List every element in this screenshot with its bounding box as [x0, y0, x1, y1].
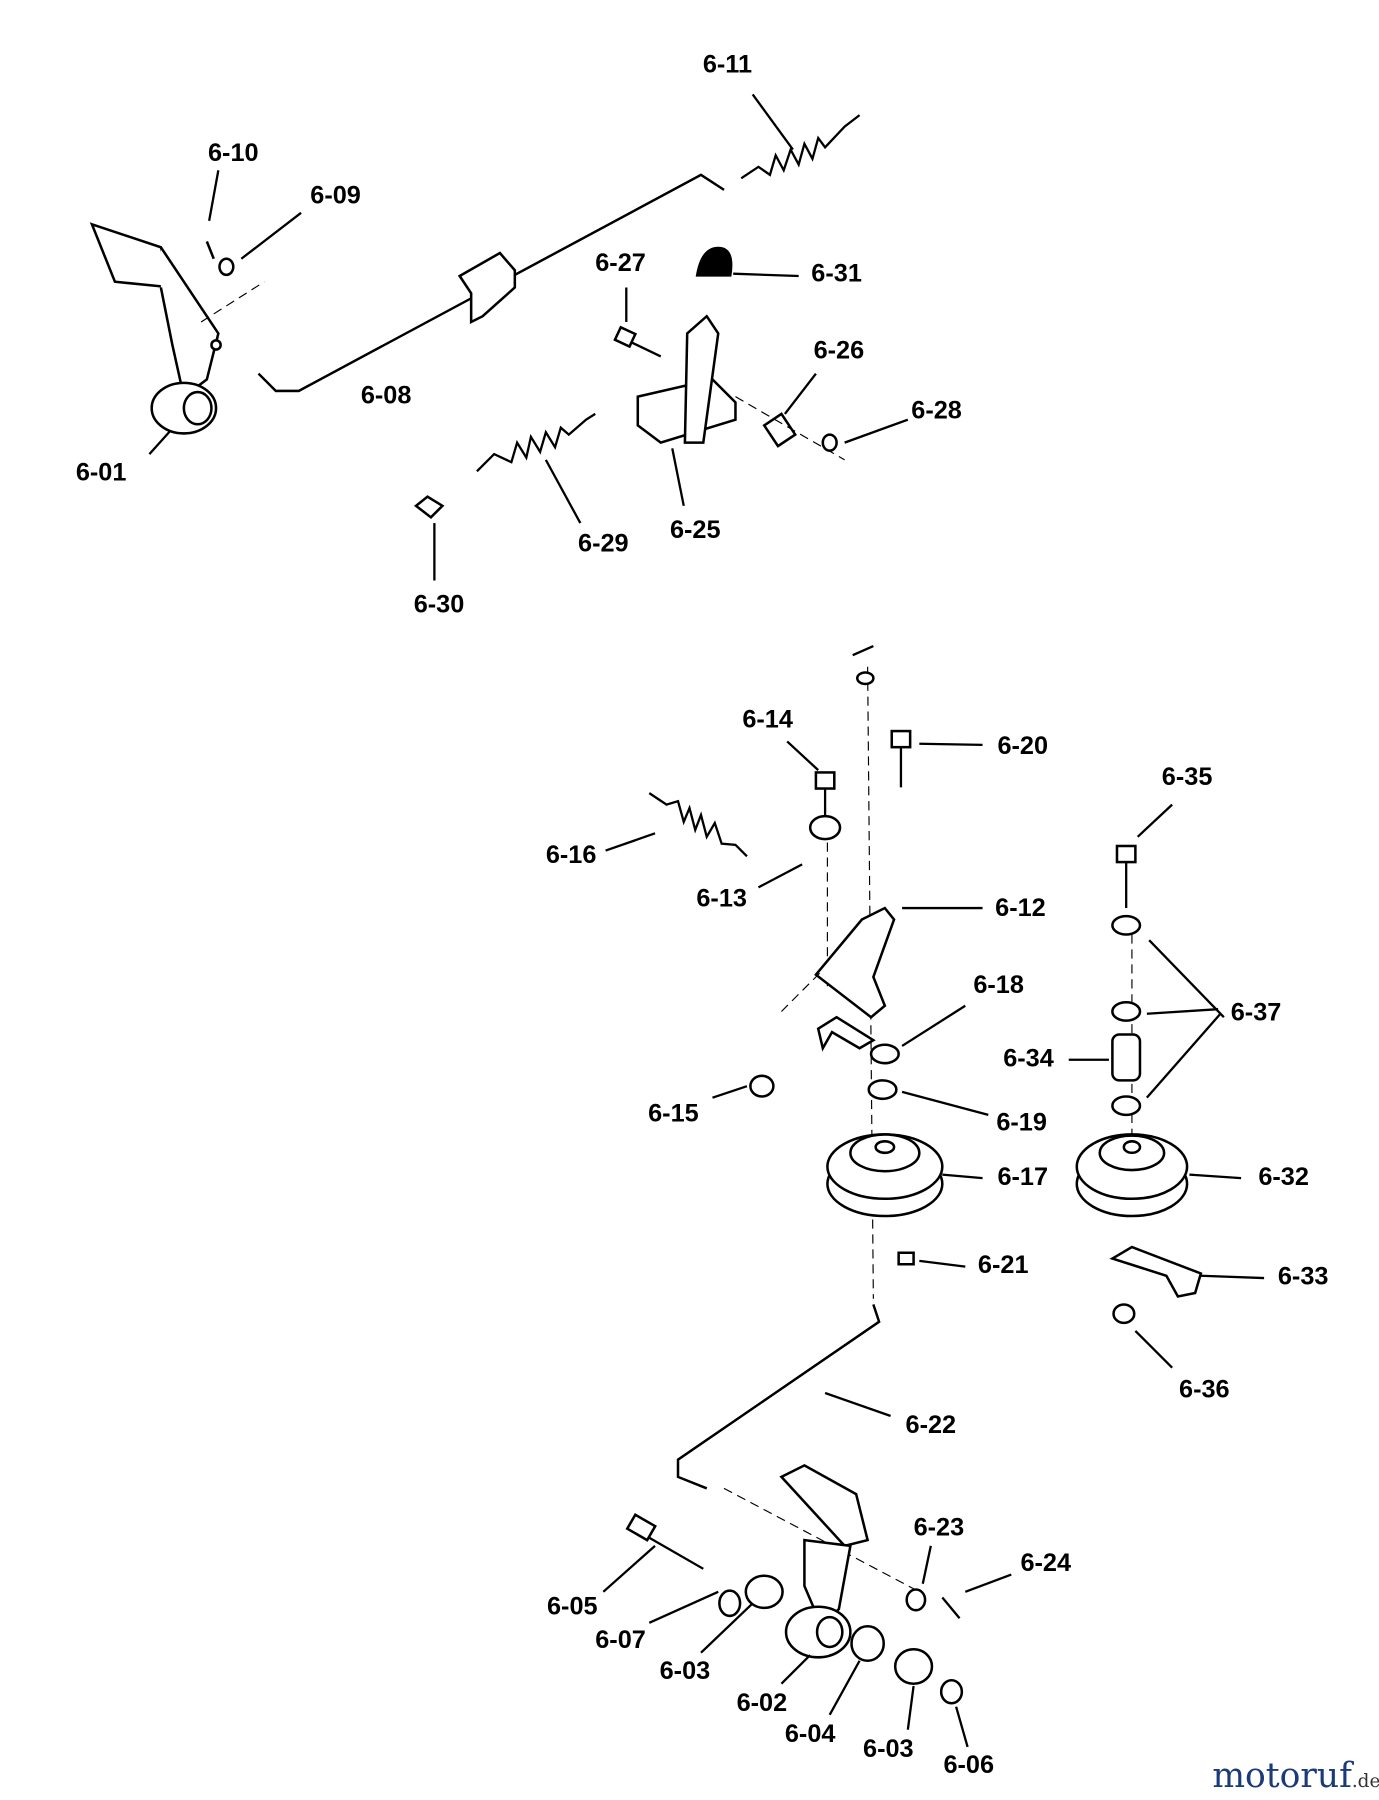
- label-6-03-a: 6-03: [660, 1657, 711, 1685]
- part-labels: 6-11 6-10 6-09 6-27 6-31 6-26 6-28 6-08 …: [76, 50, 1329, 1779]
- pedal-6-01: [89, 222, 222, 435]
- label-6-10: 6-10: [208, 139, 259, 167]
- pulley-6-32: [1075, 1133, 1189, 1218]
- bolt-6-35: [1115, 844, 1137, 864]
- label-6-36: 6-36: [1179, 1375, 1230, 1403]
- spacer-6-34: [1111, 1033, 1142, 1082]
- label-6-29: 6-29: [578, 530, 629, 558]
- label-6-11: 6-11: [703, 50, 752, 78]
- label-6-19: 6-19: [996, 1109, 1047, 1137]
- label-6-22: 6-22: [906, 1411, 957, 1439]
- cap-6-31: [695, 246, 733, 277]
- label-6-15: 6-15: [648, 1100, 699, 1128]
- upper-assembly: [89, 114, 861, 520]
- lower-assembly: [625, 644, 1203, 1705]
- leader-lines: [148, 93, 1265, 1748]
- label-6-35: 6-35: [1162, 763, 1213, 791]
- label-6-27: 6-27: [595, 249, 646, 277]
- label-6-30: 6-30: [414, 590, 465, 618]
- label-6-37: 6-37: [1231, 998, 1282, 1026]
- label-6-20: 6-20: [997, 732, 1048, 760]
- spring-6-29: [476, 412, 596, 473]
- spacer-6-13: [808, 814, 842, 841]
- label-6-13: 6-13: [696, 885, 747, 913]
- watermark-suffix: .de: [1352, 1771, 1379, 1792]
- spring-6-16: [648, 792, 748, 858]
- label-6-02: 6-02: [737, 1689, 788, 1717]
- label-6-28: 6-28: [911, 396, 962, 424]
- label-6-03-b: 6-03: [863, 1735, 914, 1763]
- label-6-05: 6-05: [547, 1593, 598, 1621]
- label-6-18: 6-18: [973, 971, 1024, 999]
- label-6-16: 6-16: [546, 841, 597, 869]
- watermark-logo: motoruf.de: [1212, 1756, 1379, 1796]
- bracket-6-12: [814, 906, 896, 1019]
- label-6-07: 6-07: [595, 1626, 646, 1654]
- label-6-17: 6-17: [997, 1163, 1048, 1191]
- lever-6-25: [636, 314, 737, 445]
- label-6-33: 6-33: [1278, 1263, 1329, 1291]
- bolt-6-20: [890, 729, 912, 749]
- label-6-09: 6-09: [310, 181, 361, 209]
- label-6-32: 6-32: [1258, 1163, 1309, 1191]
- label-6-34: 6-34: [1003, 1044, 1054, 1072]
- label-6-31: 6-31: [811, 260, 862, 288]
- label-6-24: 6-24: [1020, 1549, 1071, 1577]
- pedal-6-02: [779, 1463, 870, 1659]
- bracket: [457, 251, 517, 325]
- label-6-14: 6-14: [742, 705, 793, 733]
- rod-6-22: [676, 1304, 881, 1490]
- label-6-08: 6-08: [361, 381, 412, 409]
- label-6-12: 6-12: [995, 894, 1046, 922]
- label-6-25: 6-25: [670, 516, 721, 544]
- bolt-6-14: [814, 771, 836, 790]
- label-6-21: 6-21: [978, 1251, 1029, 1279]
- label-6-04: 6-04: [785, 1720, 836, 1748]
- label-6-01: 6-01: [76, 458, 127, 486]
- label-6-23: 6-23: [914, 1513, 965, 1541]
- bracket-6-33: [1109, 1245, 1203, 1298]
- watermark-name: motoruf: [1212, 1756, 1354, 1796]
- label-6-26: 6-26: [814, 337, 865, 365]
- spring-6-11: [740, 114, 861, 180]
- pulley-6-17: [826, 1133, 944, 1218]
- label-6-06: 6-06: [943, 1751, 994, 1779]
